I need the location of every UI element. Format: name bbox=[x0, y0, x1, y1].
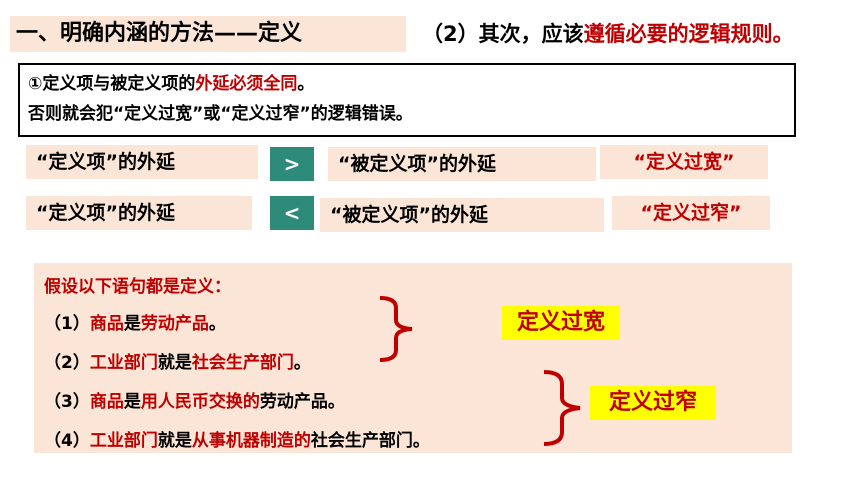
example-part: 商品 bbox=[89, 392, 124, 412]
tag-too-wide: 定义过宽 bbox=[502, 306, 620, 340]
example-item-3: （3）商品是用人民币交换的劳动产品。 bbox=[44, 387, 345, 412]
example-number: （3） bbox=[44, 392, 90, 412]
example-part: 劳动产品。 bbox=[259, 392, 345, 412]
comparison-1-left: “定义项”的外延 bbox=[26, 145, 258, 179]
tag-too-narrow: 定义过窄 bbox=[590, 386, 716, 420]
example-item-4: （4）工业部门就是从事机器制造的社会生产部门。 bbox=[44, 426, 430, 451]
rule-line-2: 否则就会犯“定义过宽”或“定义过窄”的逻辑错误。 bbox=[28, 104, 413, 124]
brace-wide-icon bbox=[379, 296, 413, 362]
comparison-1-operator: > bbox=[270, 147, 314, 181]
example-part: 从事机器制造的 bbox=[191, 431, 311, 451]
rule-box: ①定义项与被定义项的外延必须全同。 否则就会犯“定义过宽”或“定义过窄”的逻辑错… bbox=[18, 63, 796, 137]
comparison-2-right: “被定义项”的外延 bbox=[320, 198, 604, 232]
subtitle-emphasis: 遵循必要的逻辑规则。 bbox=[583, 22, 794, 46]
example-part: 劳动产品 bbox=[140, 314, 209, 334]
comparison-2-result: “定义过窄” bbox=[612, 196, 770, 230]
example-part: 就是 bbox=[157, 353, 192, 373]
example-part: 是 bbox=[123, 314, 141, 334]
subtitle: （2）其次，应该遵循必要的逻辑规则。 bbox=[422, 18, 794, 48]
example-part: 商品 bbox=[89, 314, 124, 334]
brace-narrow-icon bbox=[543, 370, 581, 446]
example-item-2: （2）工业部门就是社会生产部门。 bbox=[44, 348, 311, 373]
comparison-1-right: “被定义项”的外延 bbox=[328, 147, 596, 181]
example-part: 社会生产部门。 bbox=[310, 431, 430, 451]
rule-line-1-emphasis: 外延必须全同 bbox=[195, 74, 298, 94]
examples-intro: 假设以下语句都是定义： bbox=[44, 277, 231, 297]
comparison-2-left: “定义项”的外延 bbox=[26, 196, 252, 230]
subtitle-prefix: （2）其次，应该 bbox=[422, 22, 584, 46]
rule-line-1-prefix: ①定义项与被定义项的 bbox=[28, 74, 196, 94]
example-part: 工业部门 bbox=[89, 353, 158, 373]
example-item-1: （1）商品是劳动产品。 bbox=[44, 309, 226, 334]
rule-line-1-suffix: 。 bbox=[297, 74, 315, 94]
example-part: 工业部门 bbox=[89, 431, 158, 451]
example-number: （2） bbox=[44, 353, 90, 373]
example-part: 就是 bbox=[157, 431, 192, 451]
comparison-1-result: “定义过宽” bbox=[600, 145, 768, 179]
comparison-2-operator: < bbox=[270, 196, 314, 230]
examples-panel bbox=[34, 263, 792, 453]
example-part: 社会生产部门 bbox=[191, 353, 294, 373]
example-part: 用人民币交换的 bbox=[140, 392, 260, 412]
page-title: 一、明确内涵的方法——定义 bbox=[10, 16, 406, 52]
example-number: （4） bbox=[44, 431, 90, 451]
rule-line-1: ①定义项与被定义项的外延必须全同。 bbox=[28, 69, 786, 99]
example-part: 是 bbox=[123, 392, 141, 412]
example-part: 。 bbox=[208, 314, 226, 334]
example-number: （1） bbox=[44, 314, 90, 334]
example-part: 。 bbox=[293, 353, 311, 373]
